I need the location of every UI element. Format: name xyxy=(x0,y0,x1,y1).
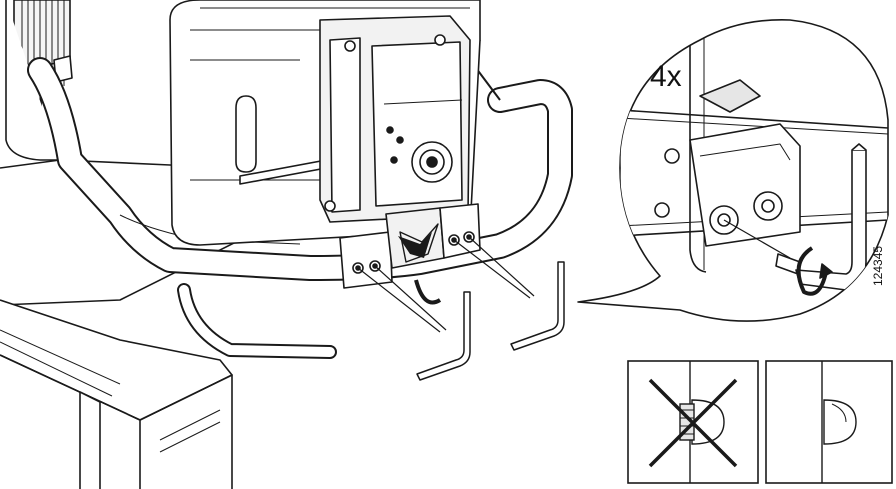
rotate-arrow-icon xyxy=(796,246,833,296)
tool-guide-lines xyxy=(357,236,535,333)
detail-callout xyxy=(577,19,889,322)
quantity-label: 4x xyxy=(650,60,682,93)
figure-code: 124345 xyxy=(871,246,885,286)
vesa-mount xyxy=(319,15,471,223)
main-scene xyxy=(0,0,573,489)
screw-head-icon xyxy=(821,361,857,483)
correct-panel xyxy=(765,360,893,484)
wrong-cross-icon xyxy=(648,378,738,468)
allen-key-icon xyxy=(416,261,565,381)
incorrect-panel xyxy=(627,360,759,484)
